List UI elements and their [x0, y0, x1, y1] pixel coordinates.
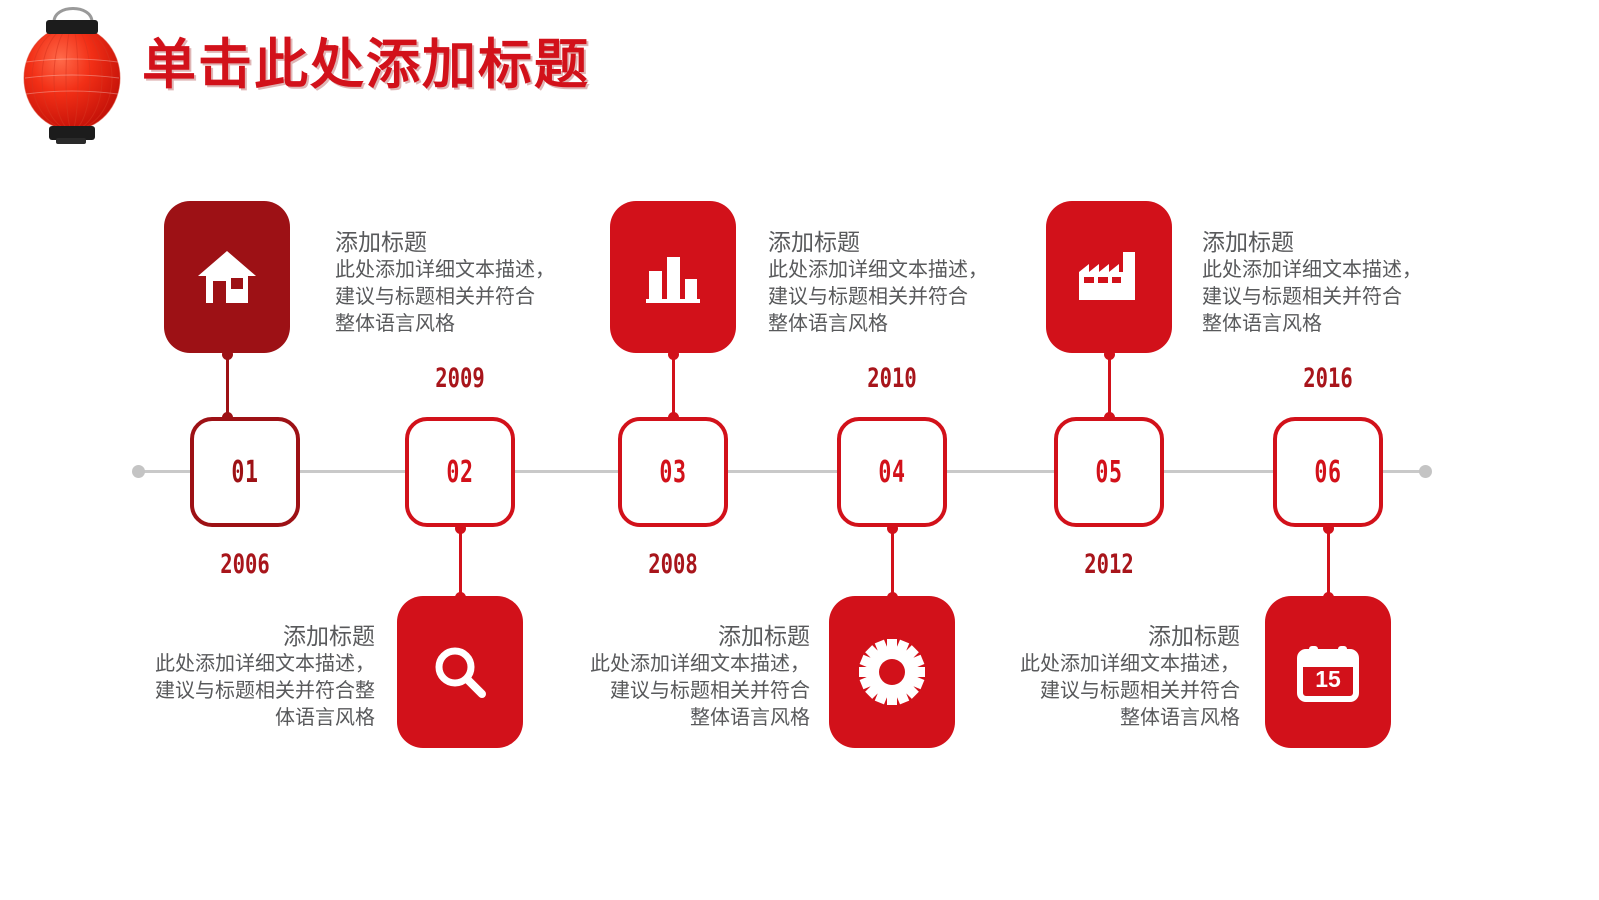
text-block-02: 添加标题 此处添加详细文本描述， 建议与标题相关并符合整 体语言风格 — [110, 621, 375, 732]
connector-dot-top-05 — [1104, 349, 1115, 360]
factory-icon — [1077, 250, 1141, 304]
red-lantern-icon — [14, 0, 130, 145]
text-title-04: 添加标题 — [718, 623, 810, 649]
timeline-node-number-05: 05 — [1095, 454, 1123, 490]
connector-dot-top-03 — [668, 349, 679, 360]
text-block-06: 添加标题 此处添加详细文本描述， 建议与标题相关并符合 整体语言风格 — [985, 621, 1240, 732]
timeline-axis — [138, 470, 1426, 473]
text-title-05: 添加标题 — [1202, 229, 1294, 255]
text-title-06: 添加标题 — [1148, 623, 1240, 649]
text-desc-01: 此处添加详细文本描述， 建议与标题相关并符合 整体语言风格 — [335, 259, 555, 335]
gear-icon — [859, 639, 925, 705]
icon-card-01[interactable] — [164, 201, 290, 353]
page-title: 单击此处添加标题 — [142, 35, 590, 95]
timeline-node-number-04: 04 — [878, 454, 906, 490]
text-desc-03: 此处添加详细文本描述， 建议与标题相关并符合 整体语言风格 — [768, 259, 988, 335]
text-desc-02: 此处添加详细文本描述， 建议与标题相关并符合整 体语言风格 — [155, 653, 375, 729]
timeline-node-number-01: 01 — [231, 454, 259, 490]
timeline-node-number-06: 06 — [1314, 454, 1342, 490]
text-title-01: 添加标题 — [335, 229, 427, 255]
timeline-node-02[interactable]: 02 — [405, 417, 515, 527]
icon-card-03[interactable] — [610, 201, 736, 353]
timeline-node-01[interactable]: 01 — [190, 417, 300, 527]
text-desc-05: 此处添加详细文本描述， 建议与标题相关并符合 整体语言风格 — [1202, 259, 1422, 335]
connector-dot-top-01 — [222, 349, 233, 360]
timeline-node-05[interactable]: 05 — [1054, 417, 1164, 527]
timeline-year-06: 2016 — [1303, 363, 1353, 394]
timeline-node-04[interactable]: 04 — [837, 417, 947, 527]
connector-stem-02 — [459, 527, 462, 599]
text-title-03: 添加标题 — [768, 229, 860, 255]
timeline-year-01: 2006 — [220, 549, 270, 580]
text-desc-04: 此处添加详细文本描述， 建议与标题相关并符合 整体语言风格 — [590, 653, 810, 729]
connector-dot-top-04 — [887, 523, 898, 534]
bar-chart-icon — [643, 249, 703, 305]
icon-card-05[interactable] — [1046, 201, 1172, 353]
search-icon — [431, 643, 489, 701]
icon-card-04[interactable] — [829, 596, 955, 748]
timeline-axis-end-dot — [1419, 465, 1432, 478]
slide-header: 单击此处添加标题 — [0, 0, 1599, 150]
timeline-node-number-02: 02 — [446, 454, 474, 490]
timeline-node-number-03: 03 — [659, 454, 687, 490]
text-title-02: 添加标题 — [283, 623, 375, 649]
timeline-axis-start-dot — [132, 465, 145, 478]
icon-card-06[interactable]: 15 — [1265, 596, 1391, 748]
connector-stem-06 — [1327, 527, 1330, 599]
timeline-year-02: 2009 — [435, 363, 485, 394]
timeline-node-06[interactable]: 06 — [1273, 417, 1383, 527]
calendar-day-number: 15 — [1315, 666, 1341, 692]
connector-dot-top-06 — [1323, 523, 1334, 534]
connector-stem-05 — [1108, 353, 1111, 423]
text-desc-06: 此处添加详细文本描述， 建议与标题相关并符合 整体语言风格 — [1020, 653, 1240, 729]
connector-stem-03 — [672, 353, 675, 423]
connector-stem-01 — [226, 353, 229, 423]
timeline-year-04: 2010 — [867, 363, 917, 394]
timeline-node-03[interactable]: 03 — [618, 417, 728, 527]
timeline-year-03: 2008 — [648, 549, 698, 580]
text-block-05: 添加标题 此处添加详细文本描述， 建议与标题相关并符合 整体语言风格 — [1202, 227, 1442, 338]
text-block-04: 添加标题 此处添加详细文本描述， 建议与标题相关并符合 整体语言风格 — [555, 621, 810, 732]
connector-stem-04 — [891, 527, 894, 599]
connector-dot-top-02 — [455, 523, 466, 534]
icon-card-02[interactable] — [397, 596, 523, 748]
text-block-01: 添加标题 此处添加详细文本描述， 建议与标题相关并符合 整体语言风格 — [335, 227, 575, 338]
timeline-year-05: 2012 — [1084, 549, 1134, 580]
home-icon — [196, 249, 258, 305]
text-block-03: 添加标题 此处添加详细文本描述， 建议与标题相关并符合 整体语言风格 — [768, 227, 1008, 338]
calendar-icon: 15 — [1297, 642, 1359, 702]
